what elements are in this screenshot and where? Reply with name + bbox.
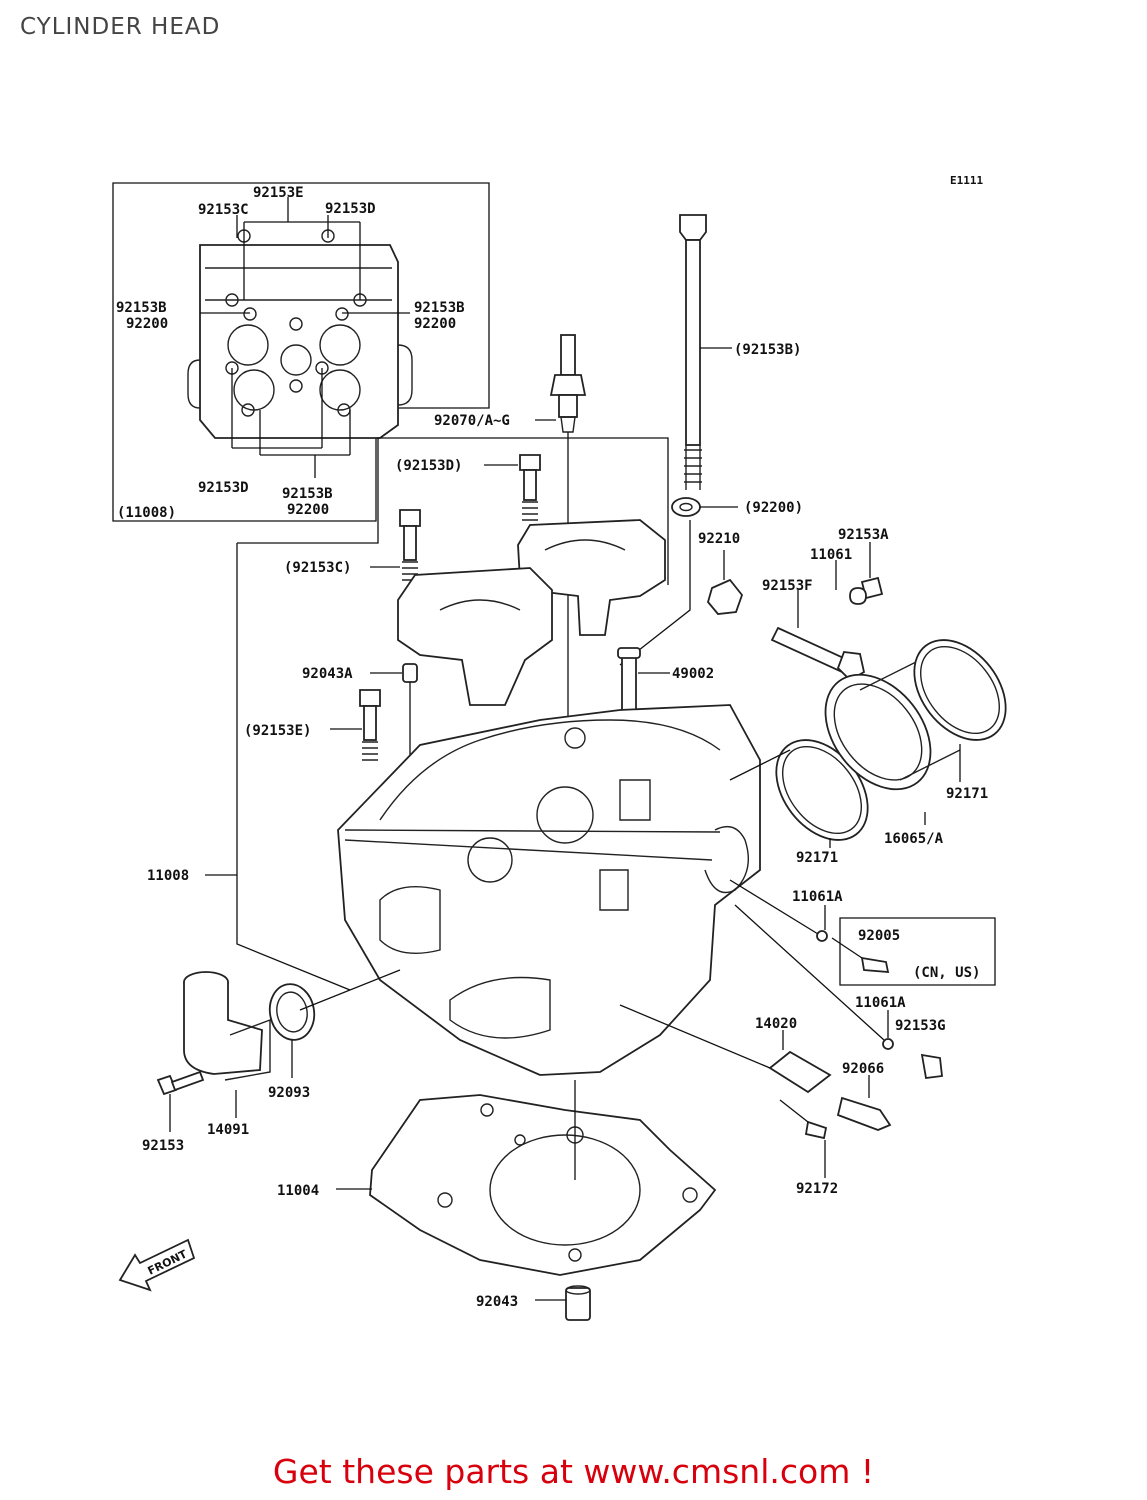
label-14020: 14020 (755, 1016, 797, 1032)
inset-top-view (112, 182, 490, 522)
inset-label-92153d-bottom: 92153D (198, 480, 249, 496)
label-92153: 92153 (142, 1138, 184, 1154)
washer-part (671, 497, 701, 517)
tappet-49002-part (617, 647, 641, 713)
inset-label-92153b-right: 92153B (414, 300, 465, 316)
washer-11061a-part (816, 930, 828, 942)
screw-92172-part (804, 1120, 828, 1140)
washer-11061a-lower-part (882, 1038, 894, 1050)
plug-92066-part (836, 1096, 892, 1131)
head-gasket-11004-part (369, 1094, 717, 1276)
inset-label-92200-left: 92200 (126, 316, 168, 332)
cn-us-box (839, 917, 996, 986)
bracket-11008-left (236, 543, 351, 991)
label-92153e: (92153E) (244, 723, 311, 739)
cover-14020-part (768, 1050, 832, 1094)
label-92066: 92066 (842, 1061, 884, 1077)
label-92093: 92093 (268, 1085, 310, 1101)
bolt-92153-part (156, 1070, 205, 1096)
water-outlet-14091-part (183, 971, 271, 1081)
nut-92210-part (707, 578, 744, 615)
label-11008: 11008 (147, 868, 189, 884)
label-92153c: (92153C) (284, 560, 351, 576)
label-92005: 92005 (858, 928, 900, 944)
long-bolt-part (679, 214, 707, 490)
label-92153b: (92153B) (734, 342, 801, 358)
inset-label-92153c: 92153C (198, 202, 249, 218)
inset-label-92153b-left: 92153B (116, 300, 167, 316)
inset-label-92153d-top: 92153D (325, 201, 376, 217)
label-11061a-upper: 11061A (792, 889, 843, 905)
cylinder-head-part (337, 704, 761, 1076)
label-14091: 14091 (207, 1122, 249, 1138)
bolt-92153a-part (849, 576, 884, 605)
label-92172: 92172 (796, 1181, 838, 1197)
camshaft-caps-part (397, 519, 666, 706)
inset-label-92153b-bottom: 92153B (282, 486, 333, 502)
bolt-92153c-part (399, 509, 421, 581)
sensor-92005-part (860, 956, 890, 973)
intake-clamp-rear-part (913, 639, 1007, 741)
footer-link[interactable]: Get these parts at www.cmsnl.com ! (272, 1452, 875, 1491)
label-92171-left: 92171 (796, 850, 838, 866)
spark-plug-part (549, 334, 587, 433)
label-92171-right: 92171 (946, 786, 988, 802)
bolt-92153d-part (519, 454, 541, 521)
bolt-92153e-part (359, 689, 381, 761)
label-92210: 92210 (698, 531, 740, 547)
label-11004: 11004 (277, 1183, 319, 1199)
inset-label-92153e: 92153E (253, 185, 304, 201)
bolt-92153g-part (920, 1053, 943, 1079)
intake-hose-part (824, 659, 961, 791)
front-direction-arrow: FRONT (118, 1238, 196, 1292)
diagram-code: E1111 (950, 174, 983, 187)
inset-label-11008: (11008) (117, 505, 176, 521)
inset-label-92200-bottom: 92200 (287, 502, 329, 518)
label-16065: 16065/A (884, 831, 944, 847)
inset-label-92200-right: 92200 (414, 316, 456, 332)
bolt-92153f-part (770, 626, 866, 682)
label-92043a: 92043A (302, 666, 353, 682)
label-11061: 11061 (810, 547, 852, 563)
label-92070: 92070/A~G (434, 413, 510, 429)
label-92153d: (92153D) (395, 458, 462, 474)
label-92153g: 92153G (895, 1018, 946, 1034)
label-92153a: 92153A (838, 527, 889, 543)
label-cn-us: (CN, US) (913, 965, 980, 981)
label-92200: (92200) (744, 500, 803, 516)
gasket-92093-part (268, 983, 316, 1041)
label-11061a-lower: 11061A (855, 995, 906, 1011)
label-92043: 92043 (476, 1294, 518, 1310)
label-92153f: 92153F (762, 578, 813, 594)
page-title: CYLINDER HEAD (20, 14, 221, 40)
dowel-92043-part (565, 1285, 591, 1321)
dowel-92043a-part (402, 663, 418, 683)
label-49002: 49002 (672, 666, 714, 682)
bracket-11008-top (237, 437, 669, 585)
